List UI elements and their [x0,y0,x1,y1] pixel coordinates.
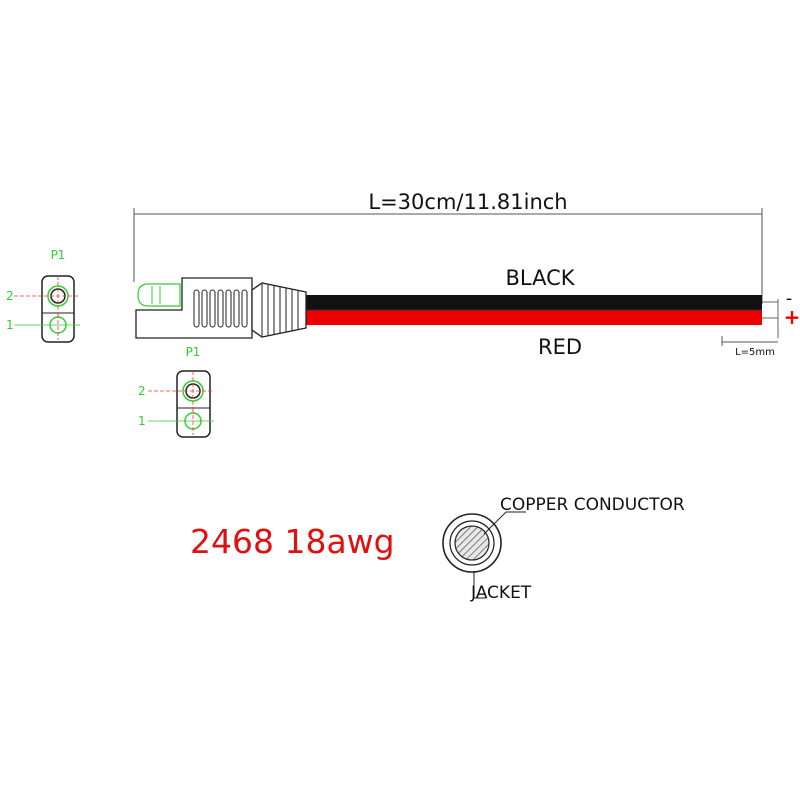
jacket-label: JACKET [470,583,532,603]
red-wire-label: RED [538,335,582,359]
pinout-left-pin2-label: 2 [6,289,14,303]
sae-connector [135,277,307,339]
minus-sign: - [786,288,793,309]
connector-grip-slots [193,289,248,328]
pinout-left: P1 2 1 [6,248,80,343]
wire-pair: BLACK RED - + [306,266,800,359]
black-wire [306,295,762,310]
pinout-bottom-title: P1 [186,345,201,359]
conductor-circle [454,525,490,561]
red-wire [306,310,762,325]
strip-length-label: L=5mm [735,347,775,358]
boot-ribs [261,284,299,336]
conductor-label: COPPER CONDUCTOR [500,495,685,515]
strip-length-dimension: L=5mm [721,336,778,358]
conductor-leader [483,511,507,535]
length-label: L=30cm/11.81inch [368,190,567,214]
pinout-left-title: P1 [51,248,66,262]
wire-spec-label: 2468 18awg [190,522,395,561]
pinout-bottom-pin2-label: 2 [138,384,146,398]
pinout-left-pin1-label: 1 [6,318,14,332]
pinout-bottom: P1 2 1 [138,345,214,438]
length-dimension: L=30cm/11.81inch [133,190,763,304]
cable-cross-section: COPPER CONDUCTOR JACKET [442,495,685,603]
pinout-bottom-body [176,370,211,438]
plus-sign: + [784,305,800,329]
pinout-bottom-pin1-label: 1 [138,414,146,428]
black-wire-label: BLACK [505,266,575,290]
connector-pin [137,283,181,307]
